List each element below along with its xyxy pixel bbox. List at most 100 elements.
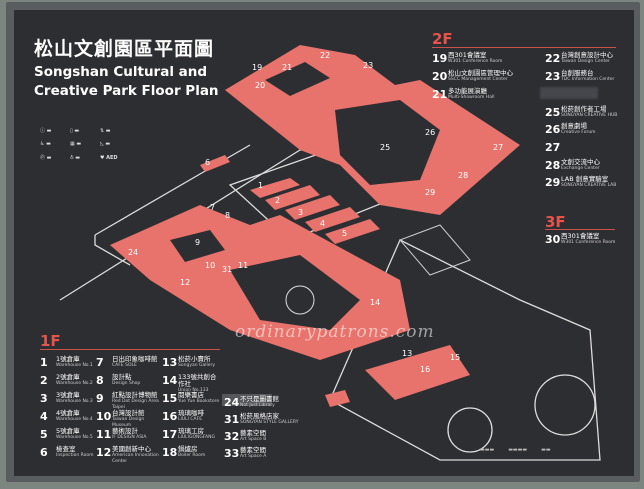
legend-number: 24 [224,396,240,409]
legend-name-zh: 2號倉庫 [56,373,80,381]
legend-name-en: Inspection Room [56,453,94,458]
legend-name-zh: 4號倉庫 [56,409,80,417]
map-label-7: 7 [210,203,215,212]
legend-name-zh: 創意劇場 [561,122,587,130]
map-label-16: 16 [420,365,430,374]
legend-number: 22 [545,52,561,65]
logo: ▬▬ [541,447,551,453]
map-label-2: 2 [275,196,280,205]
legend-name-zh: 133號共創合作社 [178,373,217,388]
legend-name-zh: 西301會議室 [448,51,487,59]
aed-icon: ♥ AED [100,155,118,161]
legend-number: 8 [96,374,104,387]
divider [432,47,616,48]
legend-name-zh: 松菸小賣所 [178,355,211,363]
legend-name-en: Union No.133 [178,388,209,393]
legend-number: 4 [40,410,48,423]
legend-name-en: Not Just Library [240,403,275,408]
legend-name-en: Art Space B [240,437,267,442]
legend-number: 5 [40,428,48,441]
map-label-8: 8 [225,211,230,220]
map-label-21: 21 [282,63,292,72]
map-label-12: 12 [180,278,190,287]
legend-name-en: Warehouse No.1 [56,363,93,368]
watermark: ordinarypatrons.com [235,322,435,342]
divider [40,349,220,350]
map-label-31: 31 [222,265,232,274]
legend-name-en: CAFE SOLE [112,363,137,368]
legend-name-en: Multi-Showroom Hall [448,95,495,100]
legend-number: 14 [162,374,178,387]
facility-icon-legend: ⓘ ▬▯ ▬⇅ ▬ ♿ ▬▦ ▬◺ ▬ Ⓟ ▬♁ ▬♥ AED [40,127,130,168]
map-label-14: 14 [370,298,380,307]
legend-name-zh: 1號倉庫 [56,355,80,363]
map-label-15: 15 [450,353,460,362]
map-label-28: 28 [458,171,468,180]
legend-name-en: Taiwan Design Center [561,59,610,64]
legend-name-en: Warehouse No.3 [56,399,93,404]
legend-number: 6 [40,446,48,459]
legend-number: 15 [162,392,178,405]
legend-number: 10 [96,410,112,423]
legend-name-en: SONGYAN CREATIVE LAB [561,183,617,188]
legend-name-zh: 美國創新中心 [112,445,151,453]
legend-name-zh: 設計點 [112,373,132,381]
legend-name-en: W301 Conference Room [561,240,616,245]
legend-number: 29 [545,176,561,189]
legend-name-zh: 西301會議室 [561,232,600,240]
legend-item: 27 [545,141,625,154]
map-label-9: 9 [195,238,200,247]
floor-1f-heading: 1F [40,332,61,350]
legend-number: 3 [40,392,48,405]
legend-name-zh: 5號倉庫 [56,427,80,435]
legend-name-zh: 松菸創作者工場 [561,105,607,113]
legend-name-en: TDC Information Center [561,77,615,82]
legend-name-zh: 鍋爐房 [178,445,198,453]
legend-name-en: IF DESIGN ASIA [112,435,147,440]
floor-2f-heading: 2F [432,30,453,48]
atm-icon: ▦ ▬ [70,141,82,147]
legend-name-en: Taiwan Design Museum [112,417,145,428]
map-label-19: 19 [252,63,262,72]
legend-name-zh: 琉璃咖啡 [178,409,204,417]
legend-number: 12 [96,446,112,459]
legend-name-zh: 3號倉庫 [56,391,80,399]
legend-name-en: LIULIGONGFANG [178,435,215,440]
legend-name-en: Design Shop [112,381,141,386]
legend-name-en: SONGYAN STYLE GALLERY [240,420,299,425]
legend-number: 17 [162,428,178,441]
hatched-area [399,224,471,276]
stairs-icon: ◺ ▬ [100,141,111,147]
map-label-6: 6 [205,158,210,167]
logo: ▬▬▬▬ [508,447,528,453]
accessible-icon: ♿ ▬ [40,141,51,147]
legend-number: 9 [96,392,104,405]
map-label-25: 25 [380,143,390,152]
legend-name-en: Songyan Gallery [178,363,216,368]
floor-3f-heading: 3F [545,213,566,231]
legend-name-en: Warehouse No.5 [56,435,93,440]
legend-name-zh: 多功能展演廳 [448,87,487,95]
legend-name-zh: 文創交流中心 [561,158,600,166]
